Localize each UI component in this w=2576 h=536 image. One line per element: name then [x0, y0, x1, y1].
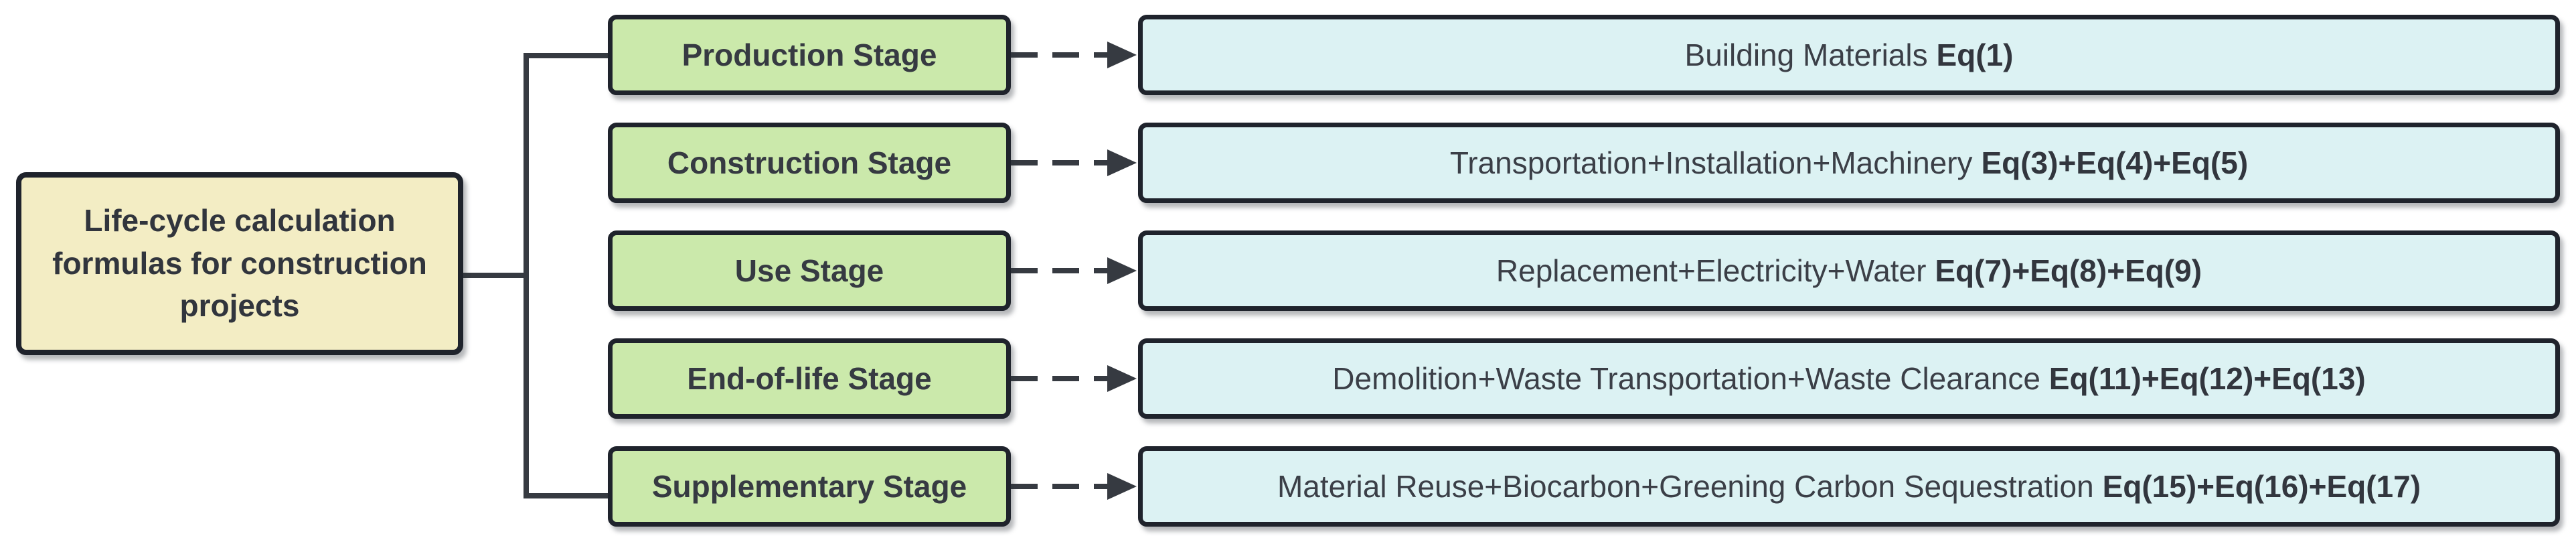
stage-label: End-of-life Stage — [687, 361, 932, 396]
arrow-use — [1011, 257, 1137, 284]
stage-box-production: Production Stage — [608, 15, 1011, 95]
stage-box-supplementary: Supplementary Stage — [608, 446, 1011, 527]
arrow-construction — [1011, 149, 1137, 176]
root-topic-label: Life-cycle calculation formulas for cons… — [52, 203, 427, 324]
tree-branch-lines — [458, 53, 611, 498]
formula-box-endoflife: Demolition+Waste Transportation+Waste Cl… — [1138, 338, 2560, 419]
formula-equations: Eq(15)+Eq(16)+Eq(17) — [2102, 469, 2421, 504]
stage-box-construction: Construction Stage — [608, 123, 1011, 203]
stage-label: Supplementary Stage — [651, 469, 967, 504]
stage-label: Construction Stage — [667, 145, 952, 180]
formula-box-supplementary: Material Reuse+Biocarbon+Greening Carbon… — [1138, 446, 2560, 527]
formula-equations: Eq(11)+Eq(12)+Eq(13) — [2048, 361, 2366, 396]
root-topic: Life-cycle calculation formulas for cons… — [16, 172, 463, 355]
stage-box-endoflife: End-of-life Stage — [608, 338, 1011, 419]
arrow-supplementary — [1011, 473, 1137, 500]
formula-equations: Eq(7)+Eq(8)+Eq(9) — [1935, 253, 2202, 288]
formula-equations: Eq(3)+Eq(4)+Eq(5) — [1981, 145, 2249, 180]
formula-equations: Eq(1) — [1936, 38, 2014, 72]
stage-box-use: Use Stage — [608, 230, 1011, 311]
stage-label: Production Stage — [681, 38, 937, 72]
stage-label: Use Stage — [734, 253, 884, 288]
arrow-endoflife — [1011, 365, 1137, 392]
formula-description: Material Reuse+Biocarbon+Greening Carbon… — [1277, 469, 2094, 504]
formula-description: Replacement+Electricity+Water — [1496, 253, 1927, 288]
formula-description: Transportation+Installation+Machinery — [1449, 145, 1973, 180]
arrow-production — [1011, 42, 1137, 68]
formula-description: Demolition+Waste Transportation+Waste Cl… — [1332, 361, 2040, 396]
formula-description: Building Materials — [1684, 38, 1928, 72]
dashed-arrows — [1011, 42, 1137, 500]
